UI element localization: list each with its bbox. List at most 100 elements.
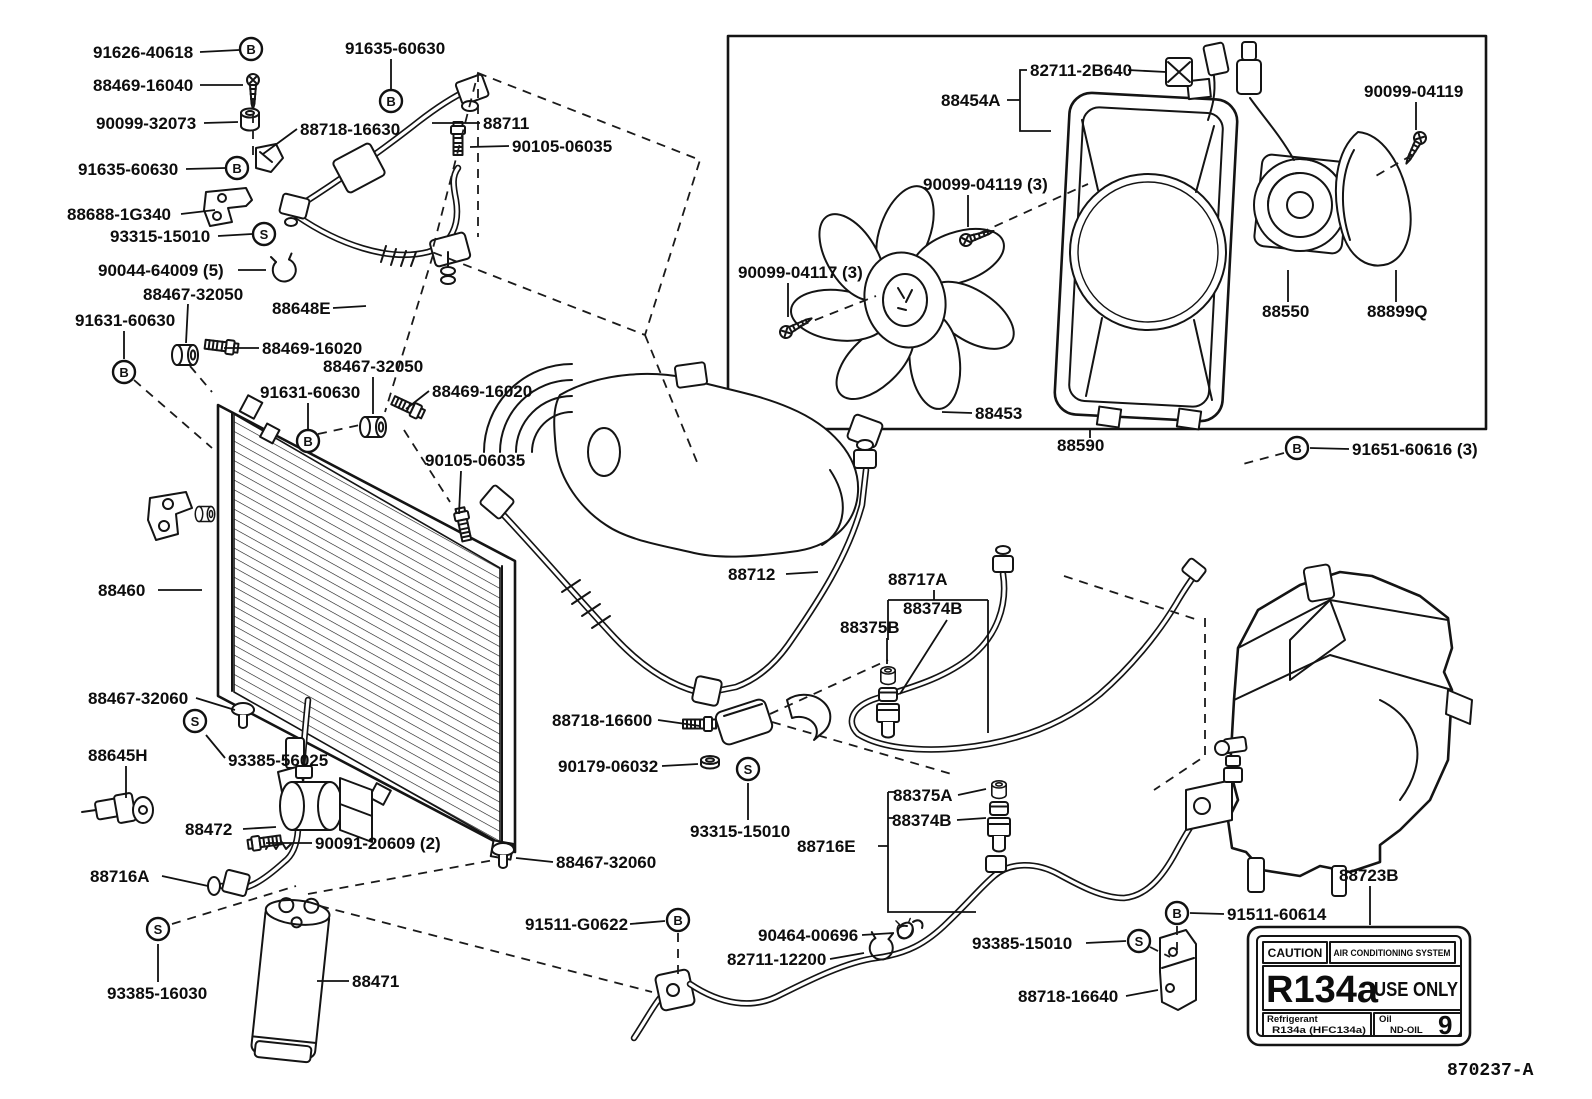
part-label-88711: 88711 [483,114,529,133]
part-label-88375A: 88375A [893,786,953,805]
part-label-88375B: 88375B [840,618,900,637]
svg-text:B: B [1172,906,1181,921]
part-label-88899Q: 88899Q [1367,302,1428,321]
svg-text:S: S [1135,934,1144,949]
discharge-hose-drawing [203,73,490,285]
part-label-88469-16040: 88469-16040 [93,76,193,95]
part-label-93315-15010: 93315-15010 [110,227,210,246]
part-label-91511-G0622: 91511-G0622 [525,915,628,934]
use-only-text: USE ONLY [1374,979,1459,1001]
part-label-90105-06035: 90105-06035 [512,137,612,156]
part-label-90099-32073: 90099-32073 [96,114,196,133]
bolt-symbol: B [111,359,137,385]
pipe-bracket-16640-drawing [1159,929,1197,1011]
bushing-icon [359,416,387,438]
refrigerant-code-text: R134a [1266,969,1379,1011]
part-label-91626-40618: 91626-40618 [93,43,193,62]
part-label-90099-04117-3: 90099-04117 (3) [738,263,863,282]
caution-label: CAUTION AIR CONDITIONING SYSTEM R134a US… [1246,925,1472,1047]
part-label-88718-16630: 88718-16630 [300,120,400,139]
part-label-82711-12200: 82711-12200 [727,950,826,969]
part-label-93385-15010: 93385-15010 [972,934,1072,953]
motor-cover-drawing [1334,131,1412,267]
part-labels: 91626-40618 88469-16040 90099-32073 9163… [67,39,1478,1006]
part-label-88467-32050: 88467-32050 [143,285,243,304]
fan-motor-drawing [1236,41,1351,255]
svg-text:S: S [154,922,163,937]
part-label-90091-20609-2: 90091-20609 (2) [315,834,441,853]
part-label-88454A: 88454A [941,91,1001,110]
svg-text:B: B [246,42,255,57]
alignment-dashed-lines [133,71,1413,993]
fan-shroud-drawing [1053,77,1239,431]
screw-icon [1400,128,1430,168]
fan-assembly-box [726,34,1488,431]
part-label-88469-16020: 88469-16020 [432,382,532,401]
screw-symbol: S [735,756,761,782]
screw-symbol: S [251,221,277,247]
bolt-symbol: B [238,36,264,62]
diagram-number: 870237-A [1447,1061,1534,1081]
bolt-symbol: B [1164,900,1190,926]
charge-valve-icon [987,801,1011,853]
liquid-tube-drawing [848,545,1207,753]
part-label-91635-60630: 91635-60630 [78,160,178,179]
part-label-88718-16600: 88718-16600 [552,711,652,730]
part-label-93385-16030: 93385-16030 [107,984,207,1003]
pipe-fitting-16600-drawing [682,693,832,770]
part-label-88645H: 88645H [88,746,148,765]
part-label-93385-56025: 93385-56025 [228,751,328,770]
svg-text:B: B [119,365,128,380]
artwork [81,34,1488,1064]
nut-icon [700,755,720,770]
part-label-88590: 88590 [1057,436,1104,455]
part-label-88716A: 88716A [90,867,150,886]
part-label-88712: 88712 [728,565,775,584]
oil-value: ND-OIL [1390,1025,1423,1036]
part-label-88460: 88460 [98,581,145,600]
part-label-88469-16020: 88469-16020 [262,339,362,358]
bolt-symbol: B [295,428,321,454]
oil-grade: 9 [1438,1010,1452,1040]
suction-hose-drawing [479,484,710,698]
screw-symbol: S [1126,928,1152,954]
part-label-88550: 88550 [1262,302,1309,321]
svg-text:B: B [673,913,682,928]
part-label-91635-60630: 91635-60630 [345,39,445,58]
svg-text:B: B [303,434,312,449]
relay-drawing [1165,41,1230,121]
part-label-88717A: 88717A [888,570,948,589]
valve-cap-icon [879,665,897,686]
part-label-90099-04119-3: 90099-04119 (3) [923,175,1048,194]
svg-text:S: S [260,227,269,242]
refrigerant-value: R134a (HFC134a) [1272,1025,1366,1036]
pipe-bracket-drawing [203,187,253,227]
bolt-symbol: B [665,907,691,933]
oil-title: Oil [1379,1014,1392,1025]
part-label-91631-60630: 91631-60630 [75,311,175,330]
fan-blade-drawing [790,185,1015,410]
svg-text:B: B [1292,441,1301,456]
bushing-icon [194,505,216,523]
svg-text:B: B [386,94,395,109]
part-label-88467-32050: 88467-32050 [323,357,423,376]
leader-lines [123,49,1417,997]
part-label-90099-04119: 90099-04119 [1364,82,1463,101]
drain-plug-icon [231,702,255,729]
valve-cap-icon [990,779,1008,800]
liquid-pipe-88712-drawing [691,439,877,707]
refrigerant-title: Refrigerant [1267,1014,1319,1025]
screw-symbol: S [145,916,171,942]
caution-word: CAUTION [1268,946,1323,960]
part-label-91511-60614: 91511-60614 [1227,905,1327,924]
svg-text:B: B [232,161,241,176]
screw-symbol: S [182,708,208,734]
part-label-88718-16640: 88718-16640 [1018,987,1118,1006]
evaporator-unit-drawing [1185,563,1473,897]
bolt-symbol: B [378,88,404,114]
part-label-88467-32060: 88467-32060 [88,689,188,708]
condenser-drawing [216,394,517,861]
service-valve-drawing [876,665,900,739]
part-label-88467-32060: 88467-32060 [556,853,656,872]
